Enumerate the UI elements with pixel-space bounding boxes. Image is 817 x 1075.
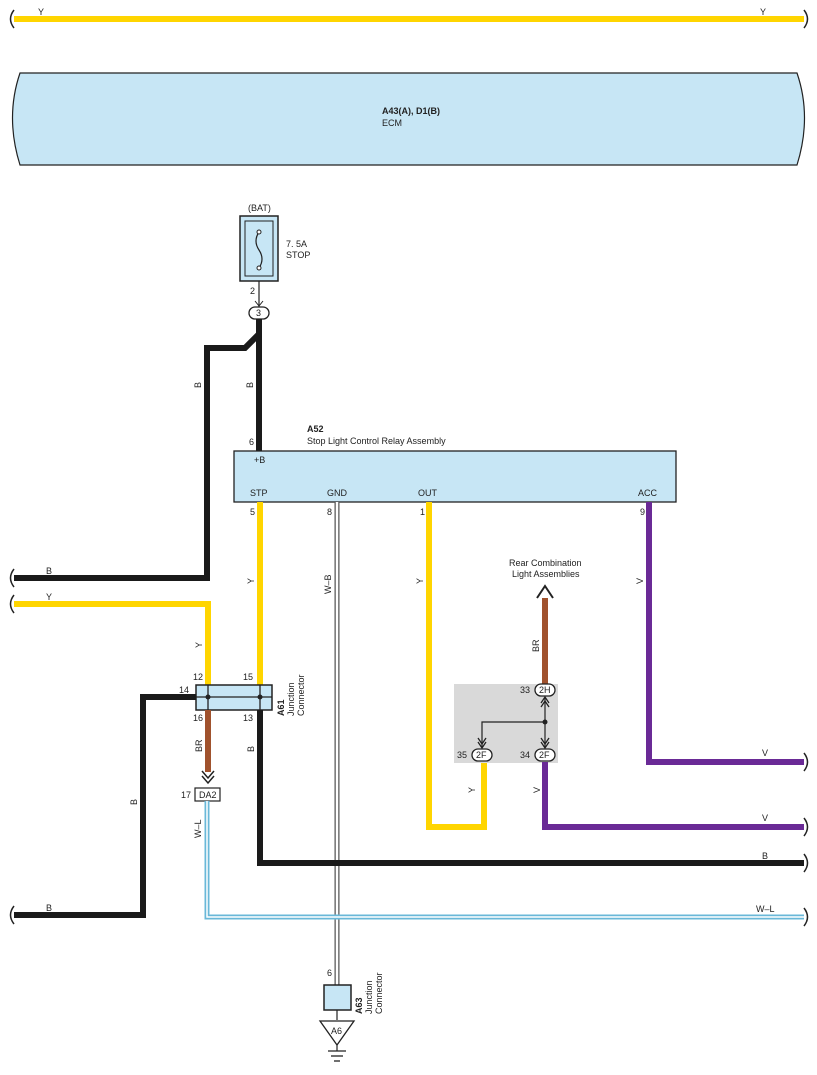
wire-label-v-right1: V	[762, 748, 768, 758]
rear-lights-line1: Rear Combination	[509, 558, 582, 568]
wire-label-br-a61: BR	[194, 739, 204, 752]
relay-pin-gnd: 8	[327, 507, 332, 517]
wire-label-br-rear: BR	[531, 639, 541, 652]
wire-label-b-left-h: B	[46, 566, 52, 576]
relay-term-b: +B	[254, 455, 265, 465]
relay-term-out: OUT	[418, 488, 438, 498]
wire-label-b-bottom-left: B	[46, 903, 52, 913]
a61-lower-wires: B B BR B B	[9, 694, 809, 925]
out-yellow-wire: Y Y	[415, 502, 487, 830]
a61-line1: Junction	[286, 682, 296, 716]
top-yellow-wire: Y Y	[9, 7, 809, 29]
wire-label-v-acc: V	[635, 578, 645, 584]
wire-label-y-splice: Y	[467, 787, 477, 793]
a63-junction: A63 Junction Connector A6	[318, 972, 384, 1062]
wire-label-b-14-vert: B	[129, 799, 139, 805]
yellow-wires-left: Y Y Y	[9, 502, 263, 688]
a61-pin-12: 12	[193, 672, 203, 682]
black-wires-upper: B B B 6	[9, 319, 262, 588]
wire-label-b-a61-13: B	[246, 746, 256, 752]
wire-label-wl-right: W–L	[756, 904, 775, 914]
wire-label-top-y-right: Y	[760, 7, 766, 17]
relay-pin-b: 6	[249, 437, 254, 447]
splice-c33-code: 2H	[539, 685, 551, 695]
da2-label: DA2	[199, 790, 217, 800]
relay-term-stp: STP	[250, 488, 268, 498]
wire-label-b-fuse-vert: B	[245, 382, 255, 388]
wire-label-y-left-h: Y	[46, 592, 52, 602]
splice-c34-code: 2F	[539, 750, 550, 760]
a61-junction: 12 15 14 16 13 A61 Junction Connector	[179, 672, 306, 723]
a61-pin-13: 13	[243, 713, 253, 723]
a63-id: A63	[354, 997, 364, 1014]
wire-label-y-stp-vert: Y	[246, 578, 256, 584]
relay-pin-acc: 9	[640, 507, 645, 517]
wire-label-v-right2: V	[762, 813, 768, 823]
ground-label: A6	[331, 1026, 342, 1036]
wire-label-b-right: B	[762, 851, 768, 861]
fuse-source: (BAT)	[248, 203, 271, 213]
wb-ground-wire: W–B 6	[323, 502, 340, 985]
splice-c35-pin: 35	[457, 750, 467, 760]
splice-purple-wire: V V	[532, 762, 809, 837]
relay-pin-stp: 5	[250, 507, 255, 517]
wire-label-top-y-left: Y	[38, 7, 44, 17]
ecm-block: A43(A), D1(B) ECM	[11, 72, 806, 166]
fuse-pin: 2	[250, 286, 255, 296]
fuse-junction: 3	[256, 308, 261, 318]
ecm-name: ECM	[382, 118, 402, 128]
relay-term-acc: ACC	[638, 488, 658, 498]
da2-pin: 17	[181, 790, 191, 800]
relay-name: Stop Light Control Relay Assembly	[307, 436, 446, 446]
a63-pin: 6	[327, 968, 332, 978]
splice-c33-pin: 33	[520, 685, 530, 695]
wire-label-b-left-vert: B	[193, 382, 203, 388]
wire-label-wl-da2: W–L	[193, 819, 203, 838]
stop-fuse: (BAT) 7. 5A STOP 2 3	[239, 203, 310, 320]
a61-id: A61	[276, 699, 286, 716]
fuse-name: STOP	[286, 250, 310, 260]
relay-term-gnd: GND	[327, 488, 348, 498]
a61-line2: Connector	[296, 674, 306, 716]
relay-pin-out: 1	[420, 507, 425, 517]
splice-c34-pin: 34	[520, 750, 530, 760]
splice-c35-code: 2F	[476, 750, 487, 760]
rear-lights-line2: Light Assemblies	[512, 569, 580, 579]
a63-line2: Connector	[374, 972, 384, 1014]
a61-pin-15: 15	[243, 672, 253, 682]
relay-a52: A52 Stop Light Control Relay Assembly +B…	[233, 424, 677, 517]
a61-pin-16: 16	[193, 713, 203, 723]
relay-id: A52	[307, 424, 324, 434]
fuse-rating: 7. 5A	[286, 239, 307, 249]
acc-purple-wire: V V	[635, 502, 809, 772]
wire-label-wb: W–B	[323, 574, 333, 594]
splice-box: BR Rear Combination Light Assemblies 2H …	[454, 558, 582, 763]
da2-connector: DA2 17 W–L W–L	[181, 787, 809, 927]
wire-label-v-splice: V	[532, 787, 542, 793]
wire-label-y-a61-vert: Y	[194, 642, 204, 648]
a61-pin-14: 14	[179, 685, 189, 695]
ecm-connectors: A43(A), D1(B)	[382, 106, 440, 116]
a63-line1: Junction	[364, 980, 374, 1014]
wire-label-y-out: Y	[415, 578, 425, 584]
